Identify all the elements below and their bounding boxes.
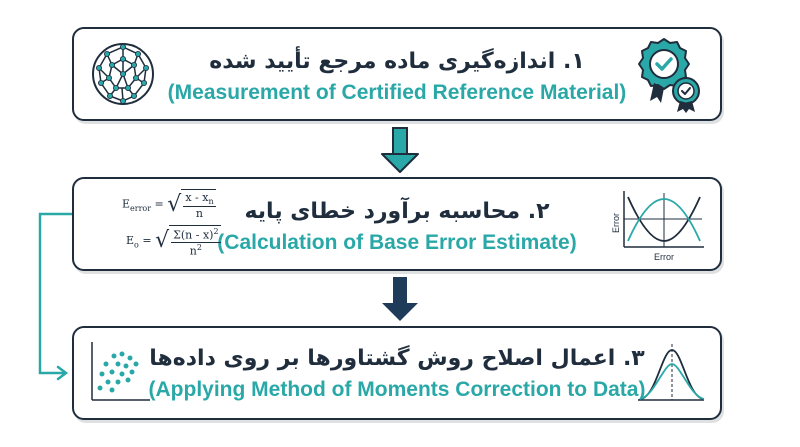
formula-2-num-sup: 2 xyxy=(213,227,219,236)
step-2-title-en: (Calculation of Base Error Estimate) xyxy=(217,231,577,254)
formula-2-num: Σ(n - x) xyxy=(173,228,214,242)
step-2-box: ۲. محاسبه برآورد خطای پایه (Calculation … xyxy=(72,177,722,271)
down-arrow-2 xyxy=(382,277,418,321)
error-curves-icon: Error Error xyxy=(611,191,704,262)
formula-1-num-sub: n xyxy=(208,197,214,207)
distribution-curves-icon xyxy=(638,344,705,401)
step-3-title-en: (Applying Method of Moments Correction t… xyxy=(148,378,646,401)
formula-2-lhs-sub: o xyxy=(134,240,139,250)
step-2-title-fa: ۲. محاسبه برآورد خطای پایه xyxy=(244,199,550,224)
certified-badge-icon xyxy=(638,38,700,113)
formula-2-lhs: E xyxy=(126,234,135,248)
down-arrow-1 xyxy=(381,127,419,173)
formula-1-den: n xyxy=(195,207,203,221)
formula-1-lhs: E xyxy=(122,197,131,211)
formula-1-num: x - x xyxy=(185,191,209,204)
step-1-title-fa: ۱. اندازه‌گیری ماده مرجع تأیید شده xyxy=(209,49,585,74)
error-chart-y-label: Error xyxy=(611,213,621,233)
step-3-box: ۳. اعمال اصلاح روش گشتاورها بر روی داده‌… xyxy=(72,326,722,420)
step-3-title-fa: ۳. اعمال اصلاح روش گشتاورها بر روی داده‌… xyxy=(149,346,645,371)
molecule-sphere-icon xyxy=(92,43,154,105)
error-chart-x-label: Error xyxy=(654,252,674,262)
scatter-plot-icon xyxy=(91,342,150,401)
error-formula-1: Eerror = √ x - xn n xyxy=(122,189,216,221)
formula-1-lhs-sub: error xyxy=(130,203,152,213)
step-1-box: ۱. اندازه‌گیری ماده مرجع تأیید شده (Meas… xyxy=(72,27,722,121)
step-1-title-en: (Measurement of Certified Reference Mate… xyxy=(167,81,627,104)
formula-2-den-sup: 2 xyxy=(196,242,202,252)
formula-2-den: n xyxy=(189,244,197,258)
error-formula-2: Eo = √ Σ(n - x)2 n2 xyxy=(126,225,221,258)
side-connector-arrow xyxy=(38,212,72,381)
